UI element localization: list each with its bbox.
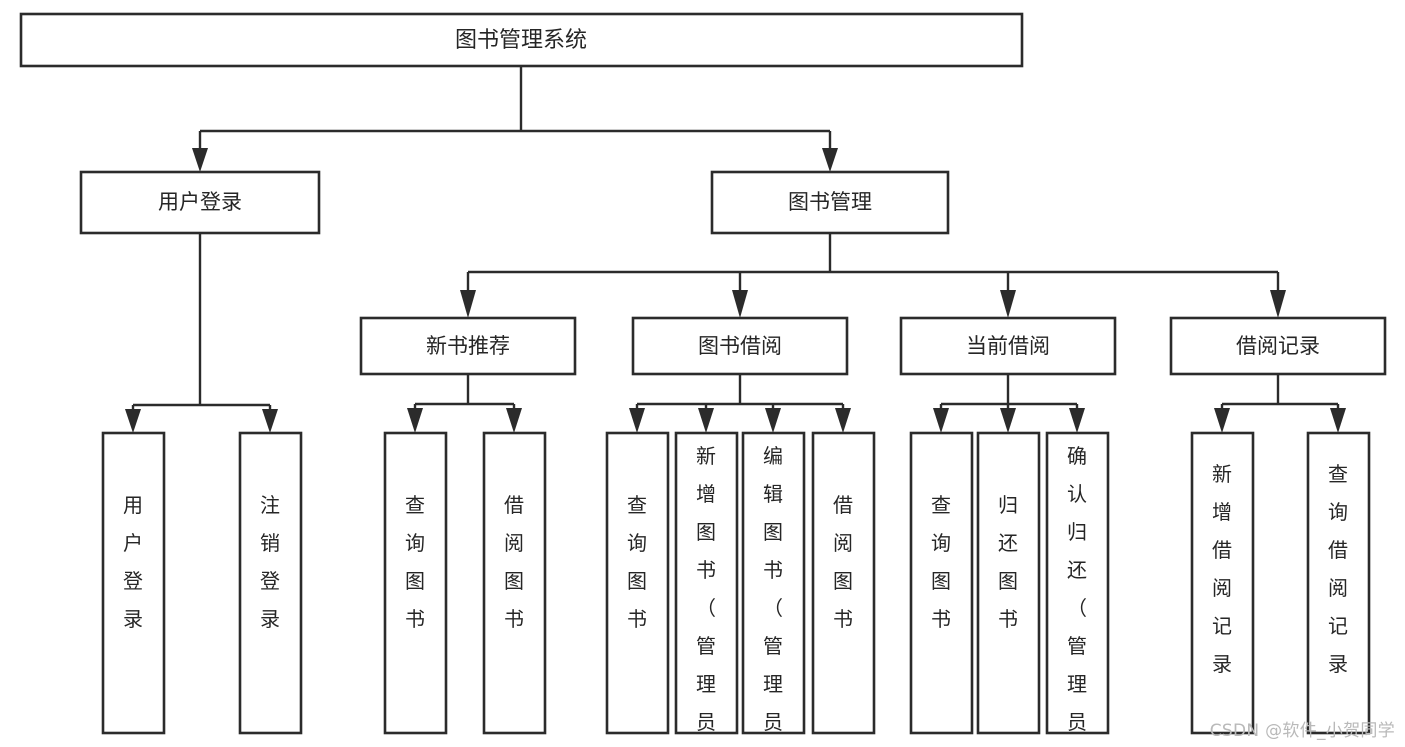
arrowhead-leaf-return-book — [1000, 408, 1016, 433]
arrowhead-leaf-user-logout — [262, 409, 278, 433]
node-borrow-record[interactable]: 借阅记录 — [1169, 316, 1387, 376]
leaf-borrow-book-1-label: 借阅图书 — [504, 493, 524, 631]
arrowhead-leaf-query-book-2 — [629, 408, 645, 433]
leaf-borrow-book-1-box[interactable] — [482, 431, 547, 735]
arrowhead-borrow-record — [1270, 290, 1286, 318]
arrowhead-current-borrow — [1000, 290, 1016, 318]
arrowhead-leaf-edit-book — [765, 408, 781, 433]
leaf-edit-book[interactable]: 编辑图书（管理员） — [741, 431, 806, 747]
arrowhead-leaf-borrow-book-2 — [835, 408, 851, 433]
leaf-confirm-return-label: 确认归还（管理员） — [1067, 444, 1087, 747]
leaf-query-record-box[interactable] — [1306, 431, 1371, 735]
node-user-login-label: 用户登录 — [158, 190, 242, 214]
arrowhead-leaf-confirm-return — [1069, 408, 1085, 433]
arrowhead-leaf-query-book-3 — [933, 408, 949, 433]
leaf-user-logout-label: 注销登录 — [260, 493, 280, 631]
node-current-borrow-label: 当前借阅 — [966, 334, 1050, 358]
node-user-login-box[interactable] — [79, 170, 321, 235]
arrowhead-new-book-recommend — [460, 290, 476, 318]
leaf-add-record-box[interactable] — [1190, 431, 1255, 735]
arrowhead-leaf-user-login — [125, 409, 141, 433]
arrowhead-book-manage — [822, 148, 838, 172]
leaf-query-record-label: 查询借阅记录 — [1328, 462, 1348, 676]
leaf-confirm-return-box[interactable] — [1045, 431, 1110, 735]
node-root-label: 图书管理系统 — [455, 28, 587, 53]
arrowhead-leaf-query-record — [1330, 408, 1346, 433]
leaf-query-book-1[interactable]: 查询图书 — [383, 431, 448, 735]
leaf-edit-book-box[interactable] — [741, 431, 806, 735]
leaf-query-book-3[interactable]: 查询图书 — [909, 431, 974, 735]
leaf-add-book-label: 新增图书（管理员） — [696, 444, 716, 747]
leaf-query-book-2-label: 查询图书 — [627, 493, 647, 631]
leaf-user-logout-box[interactable] — [238, 431, 303, 735]
arrowhead-leaf-add-book — [698, 408, 714, 433]
leaf-query-book-3-label: 查询图书 — [931, 493, 951, 631]
leaf-query-book-1-box[interactable] — [383, 431, 448, 735]
leaf-query-book-1-label: 查询图书 — [405, 493, 425, 631]
node-current-borrow[interactable]: 当前借阅 — [899, 316, 1117, 376]
node-book-borrow[interactable]: 图书借阅 — [631, 316, 849, 376]
leaf-borrow-book-2-box[interactable] — [811, 431, 876, 735]
leaf-add-record-label: 新增借阅记录 — [1212, 462, 1232, 676]
leaf-edit-book-label: 编辑图书（管理员） — [763, 444, 783, 747]
node-new-book-recommend-label: 新书推荐 — [426, 334, 510, 358]
leaf-confirm-return[interactable]: 确认归还（管理员） — [1045, 431, 1110, 747]
leaf-add-record[interactable]: 新增借阅记录 — [1190, 431, 1255, 735]
node-book-borrow-label: 图书借阅 — [698, 334, 782, 358]
leaf-add-book-box[interactable] — [674, 431, 739, 735]
arrowhead-leaf-add-record — [1214, 408, 1230, 433]
leaf-borrow-book-2-label: 借阅图书 — [833, 493, 853, 631]
node-borrow-record-label: 借阅记录 — [1236, 334, 1320, 358]
arrowhead-leaf-borrow-book-1 — [506, 408, 522, 433]
leaf-borrow-book-1[interactable]: 借阅图书 — [482, 431, 547, 735]
node-book-manage-box[interactable] — [710, 170, 950, 235]
node-current-borrow-box[interactable] — [899, 316, 1117, 376]
leaf-query-book-3-box[interactable] — [909, 431, 974, 735]
leaf-user-login-label: 用户登录 — [123, 493, 143, 631]
arrowhead-book-borrow — [732, 290, 748, 318]
leaf-user-login[interactable]: 用户登录 — [101, 431, 166, 735]
connector-layer — [125, 66, 1346, 433]
leaf-user-logout[interactable]: 注销登录 — [238, 431, 303, 735]
node-borrow-record-box[interactable] — [1169, 316, 1387, 376]
leaf-query-book-2-box[interactable] — [605, 431, 670, 735]
node-book-borrow-box[interactable] — [631, 316, 849, 376]
node-root-box[interactable] — [19, 12, 1024, 68]
leaf-add-book[interactable]: 新增图书（管理员） — [674, 431, 739, 747]
leaf-return-book[interactable]: 归还图书 — [976, 431, 1041, 735]
arrowhead-leaf-query-book-1 — [407, 408, 423, 433]
leaf-query-book-2[interactable]: 查询图书 — [605, 431, 670, 735]
leaf-query-record[interactable]: 查询借阅记录 — [1306, 431, 1371, 735]
node-book-manage[interactable]: 图书管理 — [710, 170, 950, 235]
leaf-borrow-book-2[interactable]: 借阅图书 — [811, 431, 876, 735]
leaf-return-book-box[interactable] — [976, 431, 1041, 735]
node-new-book-recommend-box[interactable] — [359, 316, 577, 376]
node-user-login[interactable]: 用户登录 — [79, 170, 321, 235]
arrowhead-user-login — [192, 148, 208, 172]
leaf-return-book-label: 归还图书 — [998, 493, 1018, 631]
node-new-book-recommend[interactable]: 新书推荐 — [359, 316, 577, 376]
node-root[interactable]: 图书管理系统 — [19, 12, 1024, 68]
node-book-manage-label: 图书管理 — [788, 190, 872, 214]
leaf-user-login-box[interactable] — [101, 431, 166, 735]
